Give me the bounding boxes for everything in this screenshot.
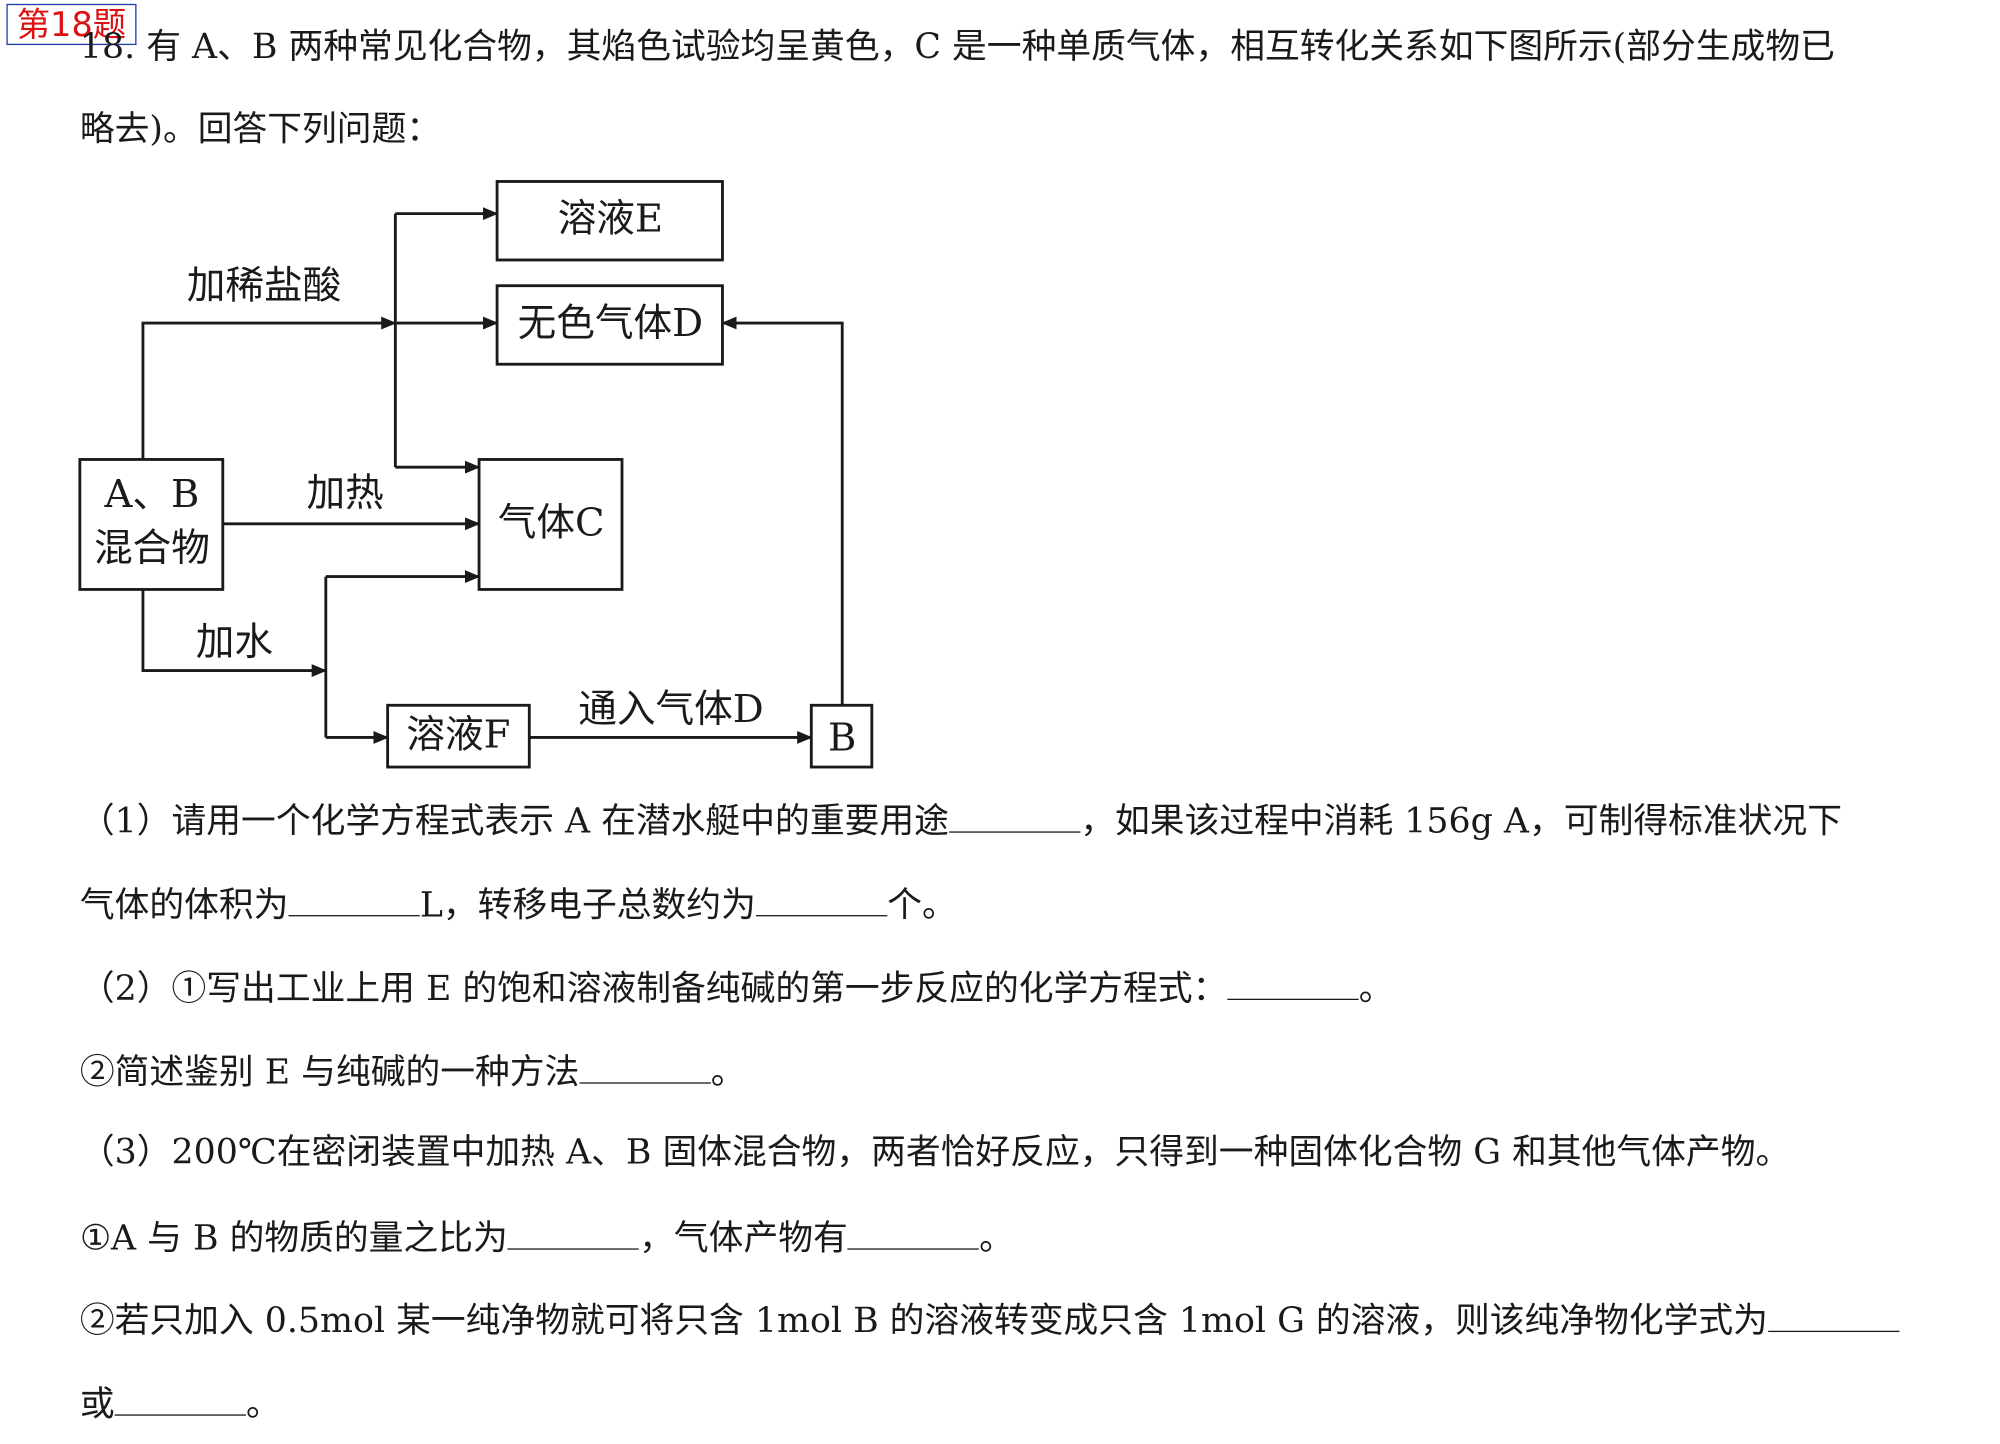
q3-text-c: ，气体产物有 [639,1218,848,1259]
q2-line-1: （2）①写出工业上用 E 的饱和溶液制备纯碱的第一步反应的化学方程式： 。 [80,965,1394,1011]
q3-text-e: ②若只加入 0.5mol 某一纯净物就可将只含 1mol B 的溶液转变成只含 … [79,1301,1768,1342]
label-add-dilute-hcl: 加稀盐酸 [187,264,341,309]
q1-text-a: （1）请用一个化学方程式表示 A 在潜水艇中的重要用途 [79,801,949,842]
q2-blank-equation[interactable] [1227,965,1359,1000]
label-solution-f: 溶液F [406,713,510,758]
q3-text-g: 。 [245,1384,281,1425]
q2-line-2: ②简述鉴别 E 与纯碱的一种方法 。 [80,1049,746,1095]
q2-text-d: 。 [710,1052,746,1093]
q3-text-b: ①A 与 B 的物质的量之比为 [79,1218,508,1259]
q3-blank-gas-products[interactable] [847,1215,980,1250]
q1-line-2: 气体的体积为 L，转移电子总数约为 个。 [80,882,957,928]
q1-text-d: L，转移电子总数约为 [419,885,756,926]
q1-text-b: ，如果该过程中消耗 156g A，可制得标准状况下 [1080,801,1842,842]
q1-blank-electrons[interactable] [755,882,888,917]
q1-text-e: 个。 [887,885,957,926]
label-ab-line2: 混合物 [94,526,210,571]
label-heat: 加热 [307,471,384,516]
q3-text-d: 。 [979,1218,1014,1259]
q3-line-3: ②若只加入 0.5mol 某一纯净物就可将只含 1mol B 的溶液转变成只含 … [79,1297,1900,1343]
q2-text-a: （2）①写出工业上用 E 的饱和溶液制备纯碱的第一步反应的化学方程式： [79,969,1228,1010]
q1-blank-equation[interactable] [948,798,1081,833]
arrow-ab-to-hcl-branch [141,316,397,460]
intro-line-1: 18. 有 A、B 两种常见化合物，其焰色试验均呈黄色，C 是一种单质气体，相互… [79,27,1835,67]
diagram-connectors: 溶液E 无色气体D A、B 混合物 气体C 溶液F B 加稀盐酸 加热 加水 通… [94,197,874,769]
label-solution-e: 溶液E [558,197,663,242]
label-gas-c: 气体C [498,500,605,545]
q1-line-1: （1）请用一个化学方程式表示 A 在潜水艇中的重要用途 ，如果该过程中消耗 156… [80,798,1842,844]
q3-text-f: 或 [79,1384,115,1425]
q2-text-b: 。 [1358,969,1394,1010]
label-pass-gas-d: 通入气体D [578,687,763,732]
q1-blank-volume[interactable] [288,882,420,917]
arrow-ab-add-water [141,589,328,677]
label-add-water: 加水 [196,620,273,665]
q3-blank-formula-2[interactable] [114,1381,246,1416]
q3-line-4: 或。 [80,1381,281,1427]
q2-text-c: ②简述鉴别 E 与纯碱的一种方法 [79,1052,580,1093]
q3-line-2: ①A 与 B 的物质的量之比为 ，气体产物有 。 [80,1215,1014,1261]
q1-text-c: 气体的体积为 [79,885,289,926]
arrow-b-to-gas-d [721,316,844,706]
q3-line-1: （3）200℃在密闭装置中加热 A、B 固体混合物，两者恰好反应，只得到一种固体… [79,1132,1791,1173]
q3-blank-formula-1[interactable] [1767,1297,1900,1333]
question-number-tag: 第18题 [6,3,137,45]
box-solution-e [495,180,724,262]
label-colorless-gas-d: 无色气体D [518,301,703,346]
label-ab-line1: A、B [104,472,200,517]
label-b: B [828,715,856,760]
q3-blank-ratio[interactable] [507,1215,640,1250]
q2-blank-method[interactable] [579,1049,711,1084]
intro-line-2: 略去)。回答下列问题： [79,109,442,150]
